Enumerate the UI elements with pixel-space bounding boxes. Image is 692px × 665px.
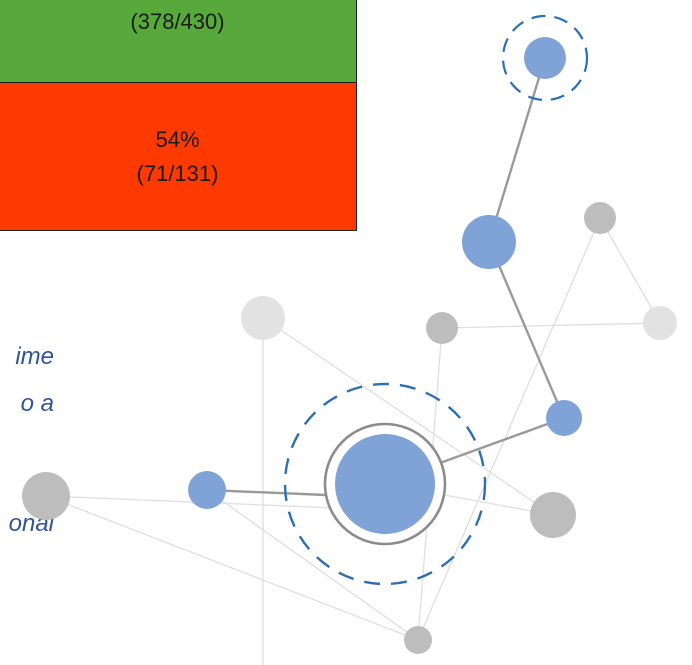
results-table-fragment: (378/430) 54% (71/131) xyxy=(0,0,357,231)
network-node-gray xyxy=(584,202,616,234)
body-text-fragment-2: o a xyxy=(20,390,54,417)
network-node-light xyxy=(643,306,677,340)
network-node-blue xyxy=(188,471,226,509)
body-text-fragment-1: ime xyxy=(15,343,54,370)
table-cell-red: 54% (71/131) xyxy=(0,83,356,230)
network-node-light xyxy=(241,296,285,340)
network-node-gray xyxy=(22,472,70,520)
network-node-blue xyxy=(524,37,566,79)
dashed-ring xyxy=(501,14,589,102)
network-node-gray xyxy=(426,312,458,344)
network-node-gray xyxy=(530,492,576,538)
green-cell-count: (378/430) xyxy=(130,9,225,34)
table-cell-green: (378/430) xyxy=(0,0,356,83)
network-main-edges xyxy=(206,57,566,497)
network-hub-node xyxy=(335,434,435,534)
hub-dashed-ring xyxy=(283,382,487,586)
network-node-gray xyxy=(404,626,432,654)
red-cell-percent: 54% xyxy=(155,126,200,152)
network-node-blue xyxy=(462,215,516,269)
red-cell-count: (71/131) xyxy=(136,160,219,186)
network-node-blue xyxy=(546,400,582,436)
